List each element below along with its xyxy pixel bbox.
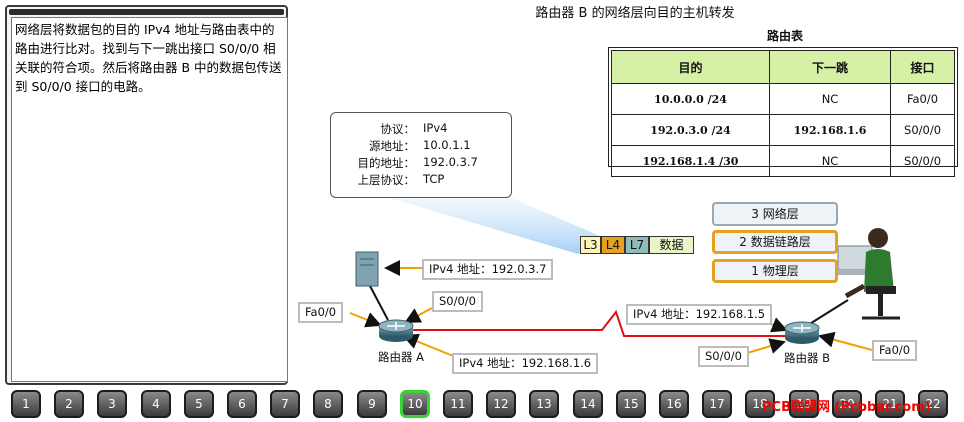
router-b-s-callout: S0/0/0 xyxy=(698,346,749,367)
description-text: 网络层将数据包的目的 IPv4 地址与路由表中的路由进行比对。找到与下一跳出接口… xyxy=(11,17,288,382)
table-row: 192.0.3.0 /24 192.168.1.6 S0/0/0 xyxy=(610,114,955,146)
nav-button-21[interactable]: 21 xyxy=(875,390,905,418)
packet-key: 源地址： xyxy=(369,139,415,153)
table-cell-interface: S0/0/0 xyxy=(890,145,955,177)
packet-value: 192.0.3.7 xyxy=(423,155,478,169)
nav-button-15[interactable]: 15 xyxy=(616,390,646,418)
packet-info-box: 协议： IPv4 源地址： 10.0.1.1 目的地址： 192.0.3.7 上… xyxy=(330,112,512,198)
packet-row-source: 源地址： 10.0.1.1 xyxy=(331,138,511,155)
packet-value: IPv4 xyxy=(423,121,448,135)
serial-link xyxy=(412,309,790,337)
packet-value: 10.0.1.1 xyxy=(423,138,471,152)
column-header-interface: 接口 xyxy=(890,50,955,84)
router-a-fa-callout: Fa0/0 xyxy=(298,302,344,323)
network-diagram xyxy=(349,198,900,359)
packet-key: 上层协议： xyxy=(357,173,416,187)
nav-button-3[interactable]: 3 xyxy=(97,390,127,418)
nav-button-5[interactable]: 5 xyxy=(184,390,214,418)
header-segment-l3: L3 xyxy=(580,236,601,254)
packet-key: 目的地址： xyxy=(357,156,416,170)
table-header-row: 目的 下一跳 接口 xyxy=(610,50,955,84)
nav-button-16[interactable]: 16 xyxy=(659,390,689,418)
table-cell-destination: 192.0.3.0 /24 xyxy=(610,114,771,146)
header-segment-data: 数据 xyxy=(649,236,694,254)
routing-table-frame: 目的 下一跳 接口 10.0.0.0 /24 NC Fa0/0 192.0.3.… xyxy=(608,47,958,177)
server-ip-callout: IPv4 地址：192.0.3.7 xyxy=(422,259,554,280)
nav-button-14[interactable]: 14 xyxy=(573,390,603,418)
nav-button-1[interactable]: 1 xyxy=(11,390,41,418)
router-a-s-arrow xyxy=(404,307,433,323)
nav-button-13[interactable]: 13 xyxy=(529,390,559,418)
router-b-ip-callout: IPv4 地址：192.168.1.5 xyxy=(626,304,773,325)
router-a-label: 路由器 A xyxy=(378,350,425,364)
packet-key: 协议： xyxy=(380,122,416,136)
router-a-fa-arrow xyxy=(349,312,382,328)
nav-button-6[interactable]: 6 xyxy=(227,390,257,418)
nav-button-9[interactable]: 9 xyxy=(357,390,387,418)
router-a-s-callout: S0/0/0 xyxy=(432,291,483,312)
packet-highlight-beam xyxy=(390,198,600,254)
column-header-destination: 目的 xyxy=(610,50,771,84)
routing-table: 目的 下一跳 接口 10.0.0.0 /24 NC Fa0/0 192.0.3.… xyxy=(610,50,955,177)
nav-button-17[interactable]: 17 xyxy=(702,390,732,418)
router-b-label: 路由器 B xyxy=(784,351,831,365)
table-cell-destination: 192.168.1.4 /30 xyxy=(610,145,771,177)
server-link xyxy=(369,285,389,321)
router-b-fa-callout: Fa0/0 xyxy=(872,340,918,361)
watermark: PCB联盟网 (Pcbbar.com) xyxy=(762,400,931,415)
table-row: 192.168.1.4 /30 NC S0/0/0 xyxy=(610,145,955,177)
header-segment-l7: L7 xyxy=(625,236,649,254)
page-title: 路由器 B 的网络层向目的主机转发 xyxy=(535,6,735,21)
nav-button-11[interactable]: 11 xyxy=(443,390,473,418)
packet-value: TCP xyxy=(423,172,445,186)
nav-button-18[interactable]: 18 xyxy=(745,390,775,418)
header-segment-l4: L4 xyxy=(601,236,625,254)
layer-data-link: 2 数据链路层 xyxy=(712,230,838,254)
nav-button-8[interactable]: 8 xyxy=(313,390,343,418)
packet-row-destination: 目的地址： 192.0.3.7 xyxy=(331,155,511,172)
panel-title-bar xyxy=(9,9,284,15)
router-a-ip-arrow xyxy=(402,333,459,359)
router-b-s-arrow xyxy=(743,338,786,355)
router-b-fa-arrow xyxy=(818,331,873,351)
router-b-icon xyxy=(784,321,820,344)
table-cell-next-hop: NC xyxy=(769,145,892,177)
packet-row-upper-protocol: 上层协议： TCP xyxy=(331,172,511,189)
nav-button-20[interactable]: 20 xyxy=(832,390,862,418)
nav-button-7[interactable]: 7 xyxy=(270,390,300,418)
nav-button-4[interactable]: 4 xyxy=(141,390,171,418)
packet-row-protocol: 协议： IPv4 xyxy=(331,121,511,138)
nav-button-2[interactable]: 2 xyxy=(54,390,84,418)
server-icon xyxy=(355,251,379,287)
description-panel: 网络层将数据包的目的 IPv4 地址与路由表中的路由进行比对。找到与下一跳出接口… xyxy=(5,5,288,385)
column-header-next-hop: 下一跳 xyxy=(769,50,892,84)
host-user-icon xyxy=(826,228,900,320)
routing-table-title: 路由表 xyxy=(766,29,803,43)
layer-network: 3 网络层 xyxy=(712,202,838,226)
layer-physical: 1 物理层 xyxy=(712,259,838,283)
table-cell-interface: S0/0/0 xyxy=(890,114,955,146)
router-a-icon xyxy=(378,319,414,342)
nav-button-12[interactable]: 12 xyxy=(486,390,516,418)
router-a-ip-callout: IPv4 地址：192.168.1.6 xyxy=(452,353,599,374)
nav-button-19[interactable]: 19 xyxy=(789,390,819,418)
nav-button-10[interactable]: 10 xyxy=(400,390,430,418)
nav-button-22[interactable]: 22 xyxy=(918,390,948,418)
